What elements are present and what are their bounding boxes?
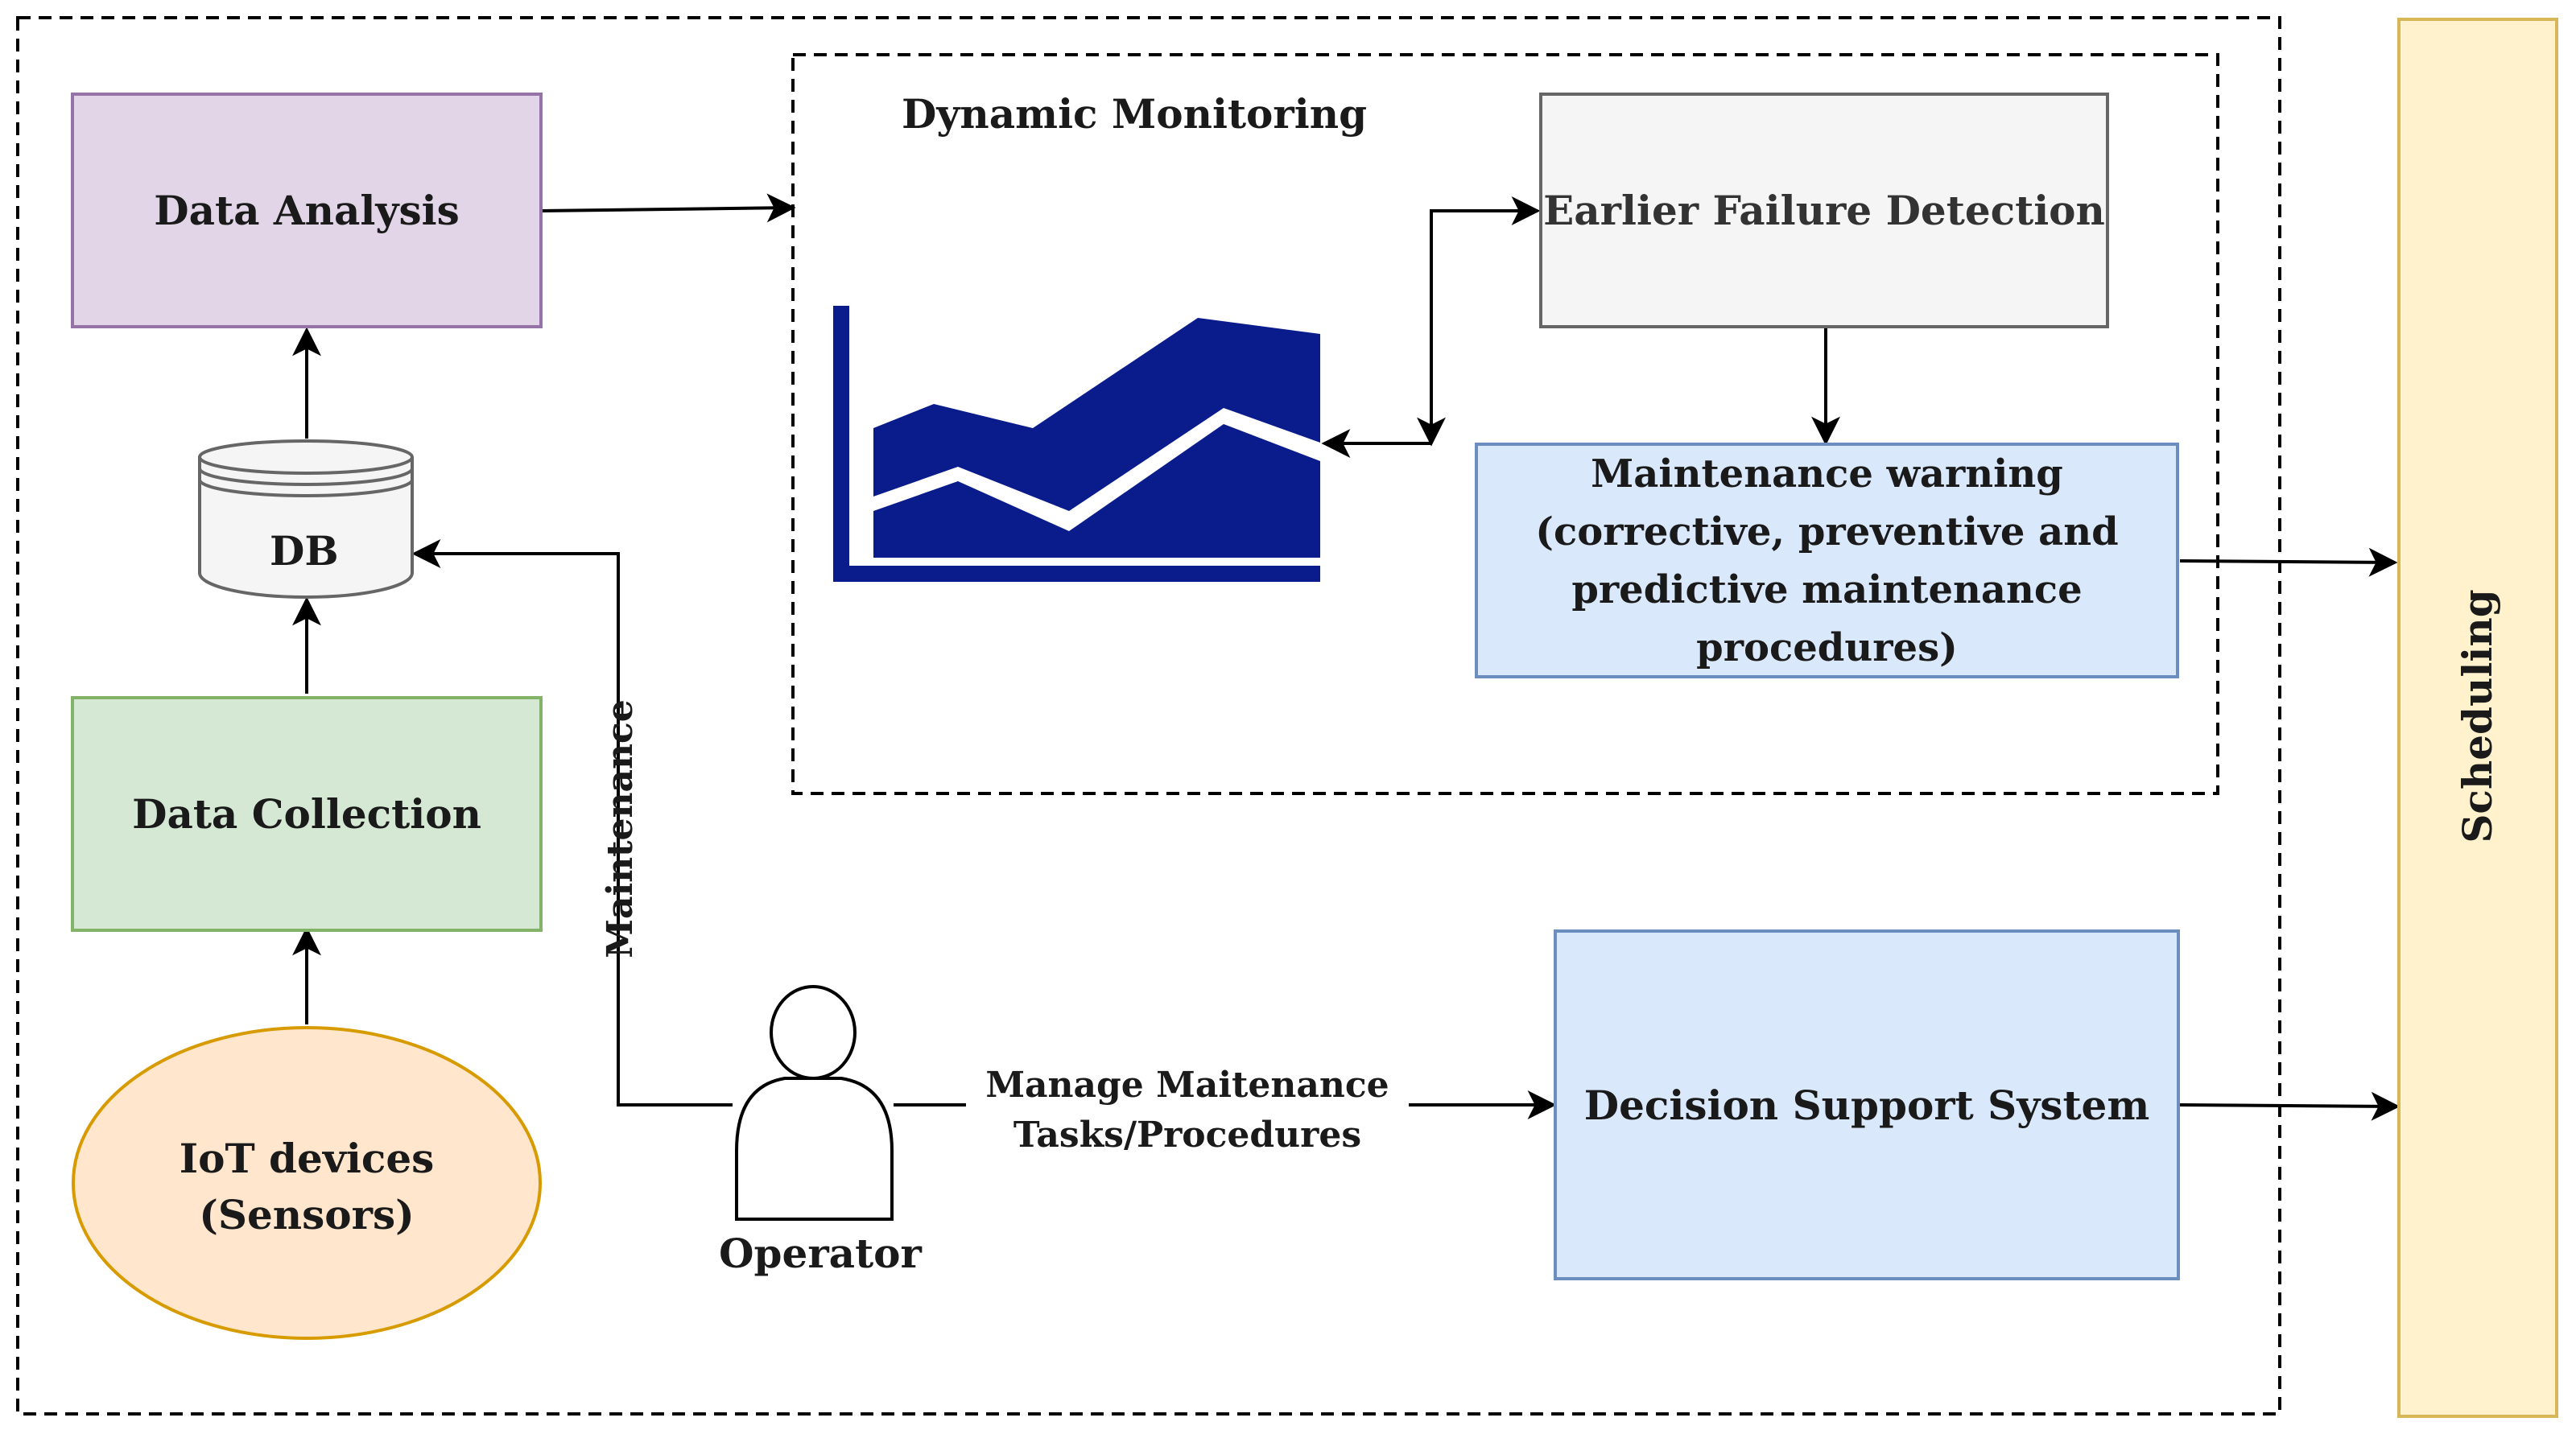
- system-boundary: [16, 16, 2281, 1416]
- manage-label-line2: Tasks/Procedures: [1013, 1115, 1362, 1156]
- iot-devices-label: IoT devices (Sensors): [146, 1131, 468, 1243]
- arrow-operator-to-db: [411, 539, 733, 1106]
- decision-support-label: Decision Support System: [1583, 1081, 2150, 1129]
- arrow-dss-to-scheduling: [2179, 1091, 2401, 1121]
- dynamic-monitoring-title: Dynamic Monitoring: [902, 90, 1368, 138]
- warning-line1: Maintenance warning: [1591, 451, 2063, 497]
- area-chart-icon: [833, 306, 1320, 582]
- arrow-chart-failure-detection: [1417, 196, 1541, 447]
- maintenance-warning-box: Maintenance warning (corrective, prevent…: [1475, 443, 2179, 678]
- iot-label-line1: IoT devices: [179, 1135, 435, 1182]
- data-collection-label: Data Collection: [132, 790, 481, 838]
- warning-line2: (corrective, preventive and: [1535, 509, 2119, 554]
- iot-devices-ellipse: [72, 1026, 542, 1340]
- operator-person-icon: [735, 985, 894, 1221]
- manage-label-line1: Manage Maitenance: [985, 1065, 1389, 1106]
- failure-detection-box: Earlier Failure Detection: [1539, 93, 2109, 328]
- dynamic-monitoring-container: [791, 53, 2219, 795]
- failure-detection-label: Earlier Failure Detection: [1543, 187, 2105, 234]
- arrow-warning-to-scheduling: [2179, 547, 2398, 577]
- arrow-analysis-to-monitoring: [540, 193, 796, 223]
- database-icon: [198, 439, 414, 599]
- warning-line4: procedures): [1696, 624, 1958, 670]
- data-analysis-box: Data Analysis: [71, 93, 543, 328]
- data-collection-box: Data Collection: [71, 696, 543, 932]
- iot-label-line2: (Sensors): [199, 1191, 415, 1238]
- scheduling-box: [2397, 18, 2558, 1418]
- maintenance-edge-label: Maintenance: [600, 699, 641, 958]
- data-analysis-label: Data Analysis: [154, 187, 460, 234]
- warning-line3: predictive maintenance: [1571, 567, 2083, 612]
- db-label: DB: [270, 527, 339, 575]
- decision-support-box: Decision Support System: [1554, 929, 2180, 1280]
- manage-tasks-edge-label: Manage Maitenance Tasks/Procedures: [966, 1061, 1409, 1160]
- operator-label: Operator: [719, 1230, 922, 1277]
